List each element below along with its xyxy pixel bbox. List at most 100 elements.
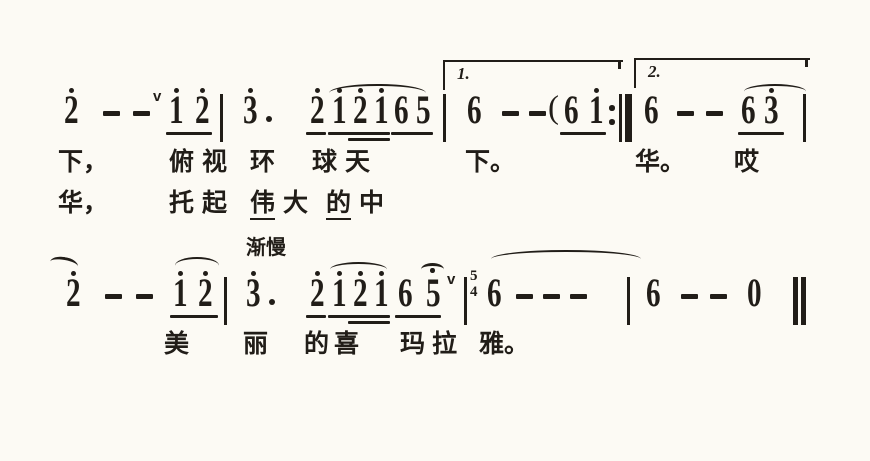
- thick-barline: [625, 94, 632, 142]
- lyric-syllable: 雅。: [479, 329, 530, 358]
- barline: [619, 94, 622, 142]
- lyric-syllable: 下，: [58, 147, 109, 176]
- beam-line: [170, 315, 218, 318]
- volta-bracket: [443, 60, 623, 90]
- slur: [491, 250, 641, 268]
- octave-dot: [69, 88, 74, 93]
- note-digit: 3: [246, 270, 261, 315]
- lyric-syllable: 托: [169, 188, 195, 217]
- octave-dot: [174, 88, 179, 93]
- slur: [330, 262, 387, 277]
- lyric-syllable: 球: [312, 147, 338, 176]
- note-digit: 2: [353, 270, 368, 315]
- lyric-syllable: 中: [359, 188, 385, 217]
- duration-dash: [103, 111, 120, 116]
- volta-bracket-end: [618, 60, 621, 69]
- note-digit: 2: [195, 87, 210, 132]
- note-digit: 6: [398, 270, 413, 315]
- fermata-dot: [430, 268, 435, 273]
- note-digit: 2: [310, 270, 325, 315]
- barline: [220, 94, 223, 142]
- beam-line: [738, 132, 784, 135]
- octave-dot: [71, 271, 76, 276]
- time-signature-denominator: 4: [470, 284, 478, 300]
- lyric-syllable: 丽: [243, 329, 269, 358]
- slur: [744, 84, 806, 99]
- time-signature-numerator: 5: [470, 268, 478, 284]
- lyric-syllable: 环: [250, 147, 276, 176]
- duration-dash: [529, 111, 546, 116]
- duration-dash: [681, 294, 698, 299]
- beam-line: [328, 315, 390, 318]
- repeat-dot: [609, 119, 615, 125]
- note-digit: 2: [66, 270, 81, 315]
- barline: [464, 277, 467, 325]
- note-digit: 6: [564, 87, 579, 132]
- note-digit: 1: [374, 270, 389, 315]
- lyric-syllable: 的: [326, 189, 352, 220]
- note-digit: 6: [646, 270, 661, 315]
- note-digit: 1: [589, 87, 604, 132]
- lyric-syllable: 的: [304, 329, 330, 358]
- note-digit: 1: [173, 270, 188, 315]
- lyric-syllable: 华，: [58, 188, 109, 217]
- lyric-syllable: 天: [345, 147, 371, 176]
- duration-dash: [502, 111, 519, 116]
- lyric-syllable: 拉: [432, 329, 458, 358]
- breath-mark-icon: v: [153, 88, 162, 105]
- volta-label: 2.: [648, 62, 661, 81]
- note-digit: 2: [198, 270, 213, 315]
- lyric-syllable: 玛: [400, 329, 426, 358]
- volta-label: 1.: [457, 64, 470, 83]
- lyric-syllable: 哎: [734, 147, 760, 176]
- duration-dash: [543, 294, 560, 299]
- note-digit: 0: [747, 270, 762, 315]
- beam-line: [391, 132, 433, 135]
- duration-dash: [105, 294, 122, 299]
- beam-line: [328, 132, 390, 135]
- barline: [443, 94, 446, 142]
- note-digit: 6: [487, 270, 502, 315]
- beam-line: [348, 138, 390, 141]
- duration-dash: [677, 111, 694, 116]
- octave-dot: [200, 88, 205, 93]
- note-digit: 2: [310, 87, 325, 132]
- barline: [627, 277, 630, 325]
- lyric-syllable: 喜: [334, 329, 360, 358]
- slur: [329, 84, 426, 102]
- note-digit: 3: [243, 87, 258, 132]
- duration-dash: [710, 294, 727, 299]
- lyric-syllable: 大: [283, 188, 309, 217]
- augmentation-dot: [269, 299, 275, 305]
- fermata-icon: [421, 263, 444, 276]
- thick-barline: [793, 277, 798, 325]
- lyric-syllable: 下。: [465, 147, 516, 176]
- note-digit: 5: [426, 270, 441, 315]
- beam-line: [560, 132, 606, 135]
- lyric-syllable: 伟: [250, 189, 276, 220]
- octave-dot: [248, 88, 253, 93]
- thick-barline: [801, 277, 806, 325]
- duration-dash: [570, 294, 587, 299]
- lyric-syllable: 俯: [169, 147, 195, 176]
- augmentation-dot: [266, 116, 272, 122]
- breath-mark-icon: v: [447, 271, 456, 288]
- lyric-syllable: 起: [202, 188, 228, 217]
- beam-line: [306, 315, 326, 318]
- beam-line: [306, 132, 326, 135]
- volta-bracket-end: [805, 58, 808, 67]
- octave-dot: [251, 271, 256, 276]
- volta-bracket: [634, 58, 810, 88]
- beam-line: [166, 132, 212, 135]
- duration-dash: [516, 294, 533, 299]
- note-digit: 3: [764, 87, 779, 132]
- duration-dash: [136, 294, 153, 299]
- octave-dot: [594, 88, 599, 93]
- octave-dot: [315, 88, 320, 93]
- duration-dash: [133, 111, 150, 116]
- note-digit: 6: [741, 87, 756, 132]
- parenthesis: (: [548, 90, 559, 126]
- lyric-syllable: 视: [202, 147, 228, 176]
- barline: [803, 94, 806, 142]
